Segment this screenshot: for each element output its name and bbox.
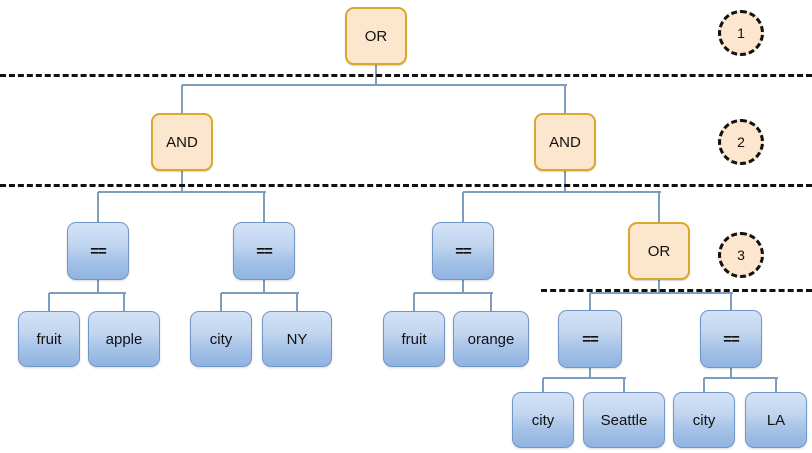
node-leaf-city-1[interactable]: city xyxy=(190,311,252,367)
node-leaf-seattle[interactable]: Seattle xyxy=(583,392,665,448)
edge-drop-and-right xyxy=(564,85,566,113)
edge-drop-leaf-la xyxy=(775,378,777,392)
level-badge-1: 1 xyxy=(718,10,764,56)
node-label: == xyxy=(90,242,107,260)
edge-bus-eq-5 xyxy=(704,377,778,379)
edge-bus-and-left xyxy=(98,191,266,193)
node-eq-2[interactable]: == xyxy=(233,222,295,280)
edge-bus-eq-2 xyxy=(221,292,299,294)
edge-drop-eq-3 xyxy=(462,192,464,222)
node-eq-4[interactable]: == xyxy=(558,310,622,368)
node-label: AND xyxy=(549,133,581,151)
node-leaf-city-3[interactable]: city xyxy=(673,392,735,448)
node-leaf-fruit-1[interactable]: fruit xyxy=(18,311,80,367)
node-leaf-city-2[interactable]: city xyxy=(512,392,574,448)
node-label: == xyxy=(723,330,740,348)
level-badge-2: 2 xyxy=(718,119,764,165)
node-label: city xyxy=(209,330,233,348)
level-badge-3: 3 xyxy=(718,232,764,278)
node-label: OR xyxy=(647,242,671,260)
node-label: Seattle xyxy=(600,411,648,429)
sep-2 xyxy=(0,184,812,187)
edge-stem-and-right xyxy=(564,171,566,192)
edge-stem-eq-1 xyxy=(97,280,99,293)
node-label: == xyxy=(582,330,599,348)
sep-1 xyxy=(0,74,812,77)
edge-drop-leaf-orange xyxy=(490,293,492,311)
edge-bus-or-nested xyxy=(590,292,733,294)
edge-drop-and-left xyxy=(181,85,183,113)
node-leaf-ny[interactable]: NY xyxy=(262,311,332,367)
edge-drop-leaf-city-3 xyxy=(703,378,705,392)
node-label: AND xyxy=(166,133,198,151)
edge-stem-and-left xyxy=(181,171,183,192)
node-label: orange xyxy=(467,330,515,348)
edge-stem-eq-4 xyxy=(589,368,591,378)
node-label: == xyxy=(455,242,472,260)
edge-stem-eq-2 xyxy=(263,280,265,293)
node-and-right[interactable]: AND xyxy=(534,113,596,171)
edge-bus-eq-1 xyxy=(49,292,126,294)
node-label: apple xyxy=(105,330,143,348)
edge-drop-leaf-apple xyxy=(123,293,125,311)
node-label: LA xyxy=(766,411,786,429)
edge-stem-eq-3 xyxy=(462,280,464,293)
edge-drop-leaf-fruit-2 xyxy=(413,293,415,311)
node-leaf-la[interactable]: LA xyxy=(745,392,807,448)
node-and-left[interactable]: AND xyxy=(151,113,213,171)
node-label: NY xyxy=(286,330,308,348)
edge-stem-eq-5 xyxy=(730,368,732,378)
edge-stem-or-nested xyxy=(658,280,660,293)
edge-drop-leaf-city-1 xyxy=(220,293,222,311)
sep-3 xyxy=(541,289,812,292)
node-eq-1[interactable]: == xyxy=(67,222,129,280)
level-badge-label: 3 xyxy=(737,247,745,263)
level-badge-label: 2 xyxy=(737,134,745,150)
level-badge-label: 1 xyxy=(737,25,745,41)
node-leaf-orange[interactable]: orange xyxy=(453,311,529,367)
node-label: fruit xyxy=(36,330,62,348)
node-label: fruit xyxy=(401,330,427,348)
edge-drop-eq-5 xyxy=(730,293,732,310)
node-label: OR xyxy=(364,27,388,45)
edge-bus-eq-3 xyxy=(414,292,493,294)
edge-drop-or-nested xyxy=(658,192,660,222)
node-eq-3[interactable]: == xyxy=(432,222,494,280)
node-leaf-apple[interactable]: apple xyxy=(88,311,160,367)
edge-drop-leaf-fruit-1 xyxy=(48,293,50,311)
edge-drop-leaf-seattle xyxy=(623,378,625,392)
edge-bus-eq-4 xyxy=(543,377,626,379)
edge-bus-or-root xyxy=(182,84,567,86)
node-eq-5[interactable]: == xyxy=(700,310,762,368)
edge-drop-eq-4 xyxy=(589,293,591,310)
edge-drop-leaf-city-2 xyxy=(542,378,544,392)
node-label: city xyxy=(531,411,555,429)
node-or-nested[interactable]: OR xyxy=(628,222,690,280)
node-leaf-fruit-2[interactable]: fruit xyxy=(383,311,445,367)
edge-bus-and-right xyxy=(463,191,661,193)
edge-drop-leaf-ny xyxy=(296,293,298,311)
node-label: == xyxy=(256,242,273,260)
edge-drop-eq-2 xyxy=(263,192,265,222)
edge-drop-eq-1 xyxy=(97,192,99,222)
node-label: city xyxy=(692,411,716,429)
node-or-root[interactable]: OR xyxy=(345,7,407,65)
